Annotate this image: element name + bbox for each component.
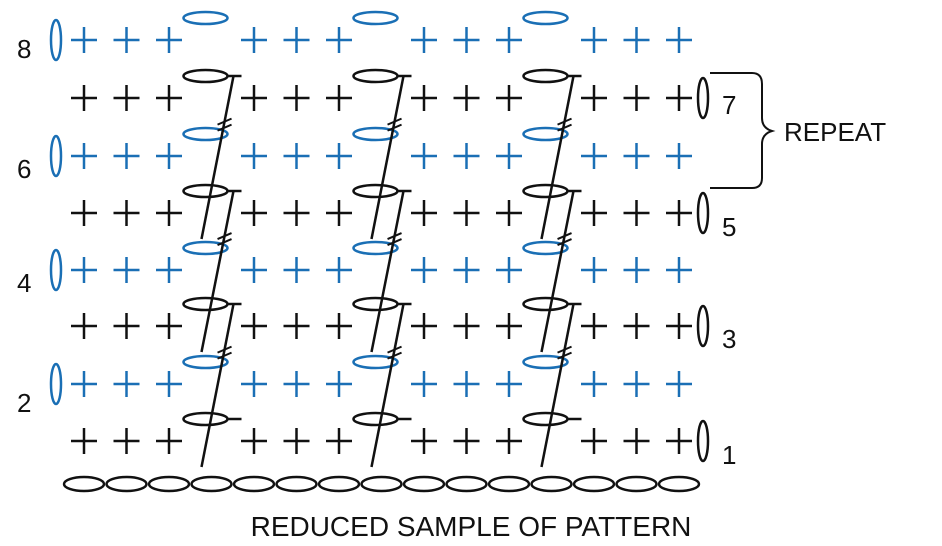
chain-space [352, 354, 399, 370]
row-label-7: 7 [722, 90, 736, 120]
chain-space [522, 296, 569, 312]
long-stitch [200, 75, 235, 240]
chain-space [352, 411, 399, 427]
chain-stitch [615, 475, 658, 493]
turning-chain [696, 419, 710, 463]
long-stitch [370, 303, 405, 468]
chain-space [522, 10, 569, 26]
stitch-tick [387, 345, 402, 354]
chain-space [352, 183, 399, 199]
stitch-tick [387, 117, 402, 126]
long-stitch [200, 190, 235, 353]
chain-stitch [657, 475, 701, 493]
stitch-tick [387, 238, 402, 246]
stitch-tick [557, 238, 572, 246]
turning-chain [49, 18, 63, 62]
chain-stitch [360, 475, 403, 493]
turning-chain [49, 362, 63, 406]
stitch-tick [217, 345, 232, 354]
stitch-tick [387, 232, 402, 240]
long-stitch [540, 303, 575, 468]
chain-stitch [572, 475, 616, 493]
chain-space [182, 10, 229, 26]
long-stitches [200, 75, 575, 468]
turning-chain [49, 134, 63, 178]
chain-space [522, 183, 569, 199]
chain-space [182, 68, 229, 84]
stitch-tick [217, 351, 232, 360]
stitch-tick [217, 117, 232, 126]
stitch-tick [557, 351, 572, 360]
chain-stitch [402, 475, 446, 493]
turning-chains [49, 18, 710, 463]
stitch-tick [557, 123, 572, 132]
chain-stitch [317, 475, 361, 493]
stitch-tick [387, 351, 402, 360]
chain-space [352, 126, 399, 142]
chain-stitch [275, 475, 318, 493]
chain-space [522, 68, 569, 84]
chain-stitch [487, 475, 531, 493]
long-stitch [370, 75, 405, 240]
chain-space [522, 126, 569, 142]
chain-space [182, 296, 229, 312]
stitch-tick [557, 117, 572, 126]
row-label-8: 8 [17, 34, 31, 64]
turning-chain [49, 248, 63, 292]
chain-stitch [105, 475, 148, 493]
chain-stitch [147, 475, 191, 493]
chain-space [182, 183, 229, 199]
chain-space [352, 240, 399, 256]
stitch-rows [71, 10, 692, 454]
long-stitch [540, 190, 575, 353]
turning-chain [696, 191, 710, 235]
row-label-4: 4 [17, 268, 31, 298]
chain-space [182, 411, 229, 427]
long-stitch [370, 190, 405, 353]
chain-stitch [445, 475, 488, 493]
turning-chain [696, 76, 710, 120]
long-stitch [540, 75, 575, 240]
row-label-6: 6 [17, 154, 31, 184]
repeat-bracket [710, 72, 776, 189]
chain-space [182, 240, 229, 256]
stitch-tick [387, 123, 402, 132]
chain-stitch [530, 475, 573, 493]
repeat-label: REPEAT [784, 117, 886, 147]
stitch-tick [217, 238, 232, 246]
chart-caption: REDUCED SAMPLE OF PATTERN [251, 511, 692, 542]
foundation-chain [62, 475, 701, 493]
stitch-tick [557, 345, 572, 354]
chain-space [182, 354, 229, 370]
row-label-5: 5 [722, 212, 736, 242]
chain-stitch [62, 475, 106, 493]
row-label-2: 2 [17, 388, 31, 418]
chain-stitch [190, 475, 233, 493]
chain-space [352, 296, 399, 312]
chain-space [352, 10, 399, 26]
stitch-tick [217, 232, 232, 240]
long-stitch [200, 303, 235, 468]
chain-space [522, 240, 569, 256]
chain-space [182, 126, 229, 142]
chain-space [352, 68, 399, 84]
turning-chain [696, 304, 710, 348]
chain-stitch [232, 475, 276, 493]
row-label-1: 1 [722, 440, 736, 470]
stitch-tick [557, 232, 572, 240]
chain-space [522, 354, 569, 370]
stitch-tick [217, 123, 232, 132]
row-label-3: 3 [722, 324, 736, 354]
chain-space [522, 411, 569, 427]
